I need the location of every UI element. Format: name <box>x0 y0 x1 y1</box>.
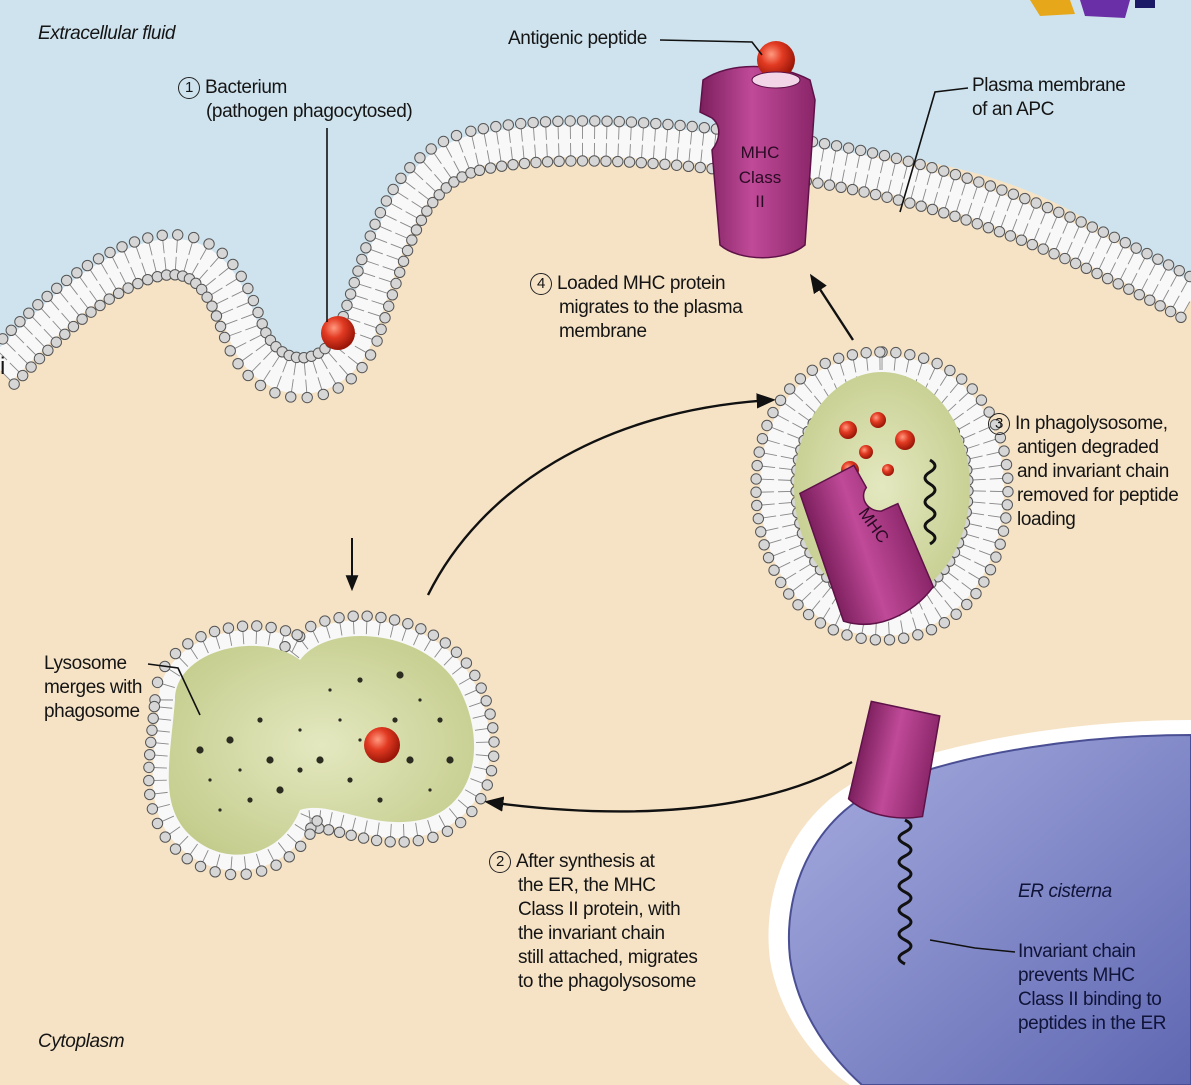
mhc-label-line1: MHC <box>741 143 780 162</box>
step3-line3: and invariant chain <box>1017 460 1169 483</box>
step1-line2: (pathogen phagocytosed) <box>206 100 412 123</box>
invariant-chain-line1: Invariant chain <box>1018 940 1136 963</box>
step3-number: 3 <box>988 413 1010 435</box>
peptide-binding-cup <box>752 72 800 88</box>
step2-line6: to the phagolysosome <box>518 970 696 993</box>
lysosome-line3: phagosome <box>44 700 140 723</box>
er-cisterna-label: ER cisterna <box>1018 880 1112 903</box>
step2-line5: still attached, migrates <box>518 946 697 969</box>
step1-number: 1 <box>178 77 200 99</box>
mhc-label-line3: II <box>755 192 764 211</box>
plasma-membrane-line1: Plasma membrane <box>972 74 1125 97</box>
lysosome-line1: Lysosome <box>44 652 127 675</box>
antigenic-peptide-label: Antigenic peptide <box>508 27 647 50</box>
step3-line1: In phagolysosome, <box>1015 413 1168 434</box>
invariant-chain-line2: prevents MHC <box>1018 964 1135 987</box>
cytoplasm-label: Cytoplasm <box>38 1030 124 1053</box>
invariant-chain-line4: peptides in the ER <box>1018 1012 1166 1035</box>
step4-line2: migrates to the plasma <box>559 296 742 319</box>
step2-line2: the ER, the MHC <box>518 874 656 897</box>
invariant-chain-line3: Class II binding to <box>1018 988 1161 1011</box>
step2-line1: After synthesis at <box>516 851 655 872</box>
step3-line4: removed for peptide <box>1017 484 1178 507</box>
plasma-membrane-line2: of an APC <box>972 98 1054 121</box>
lysosome-line2: merges with <box>44 676 142 699</box>
step2-line4: the invariant chain <box>518 922 665 945</box>
step1-line1: Bacterium <box>205 77 287 98</box>
mhc-label-line2: Class <box>739 168 782 187</box>
extracellular-fluid-label: Extracellular fluid <box>38 22 175 45</box>
step2-line3: Class II protein, with <box>518 898 680 921</box>
left-edge-fragment: i <box>0 355 5 378</box>
step4-line1: Loaded MHC protein <box>557 273 725 294</box>
step4-line3: membrane <box>559 320 647 343</box>
step3-line5: loading <box>1017 508 1075 531</box>
bacterium-in-lysosome <box>364 727 400 763</box>
step3-line2: antigen degraded <box>1017 436 1159 459</box>
step2-number: 2 <box>489 851 511 873</box>
step4-number: 4 <box>530 273 552 295</box>
bacterium <box>321 316 355 350</box>
